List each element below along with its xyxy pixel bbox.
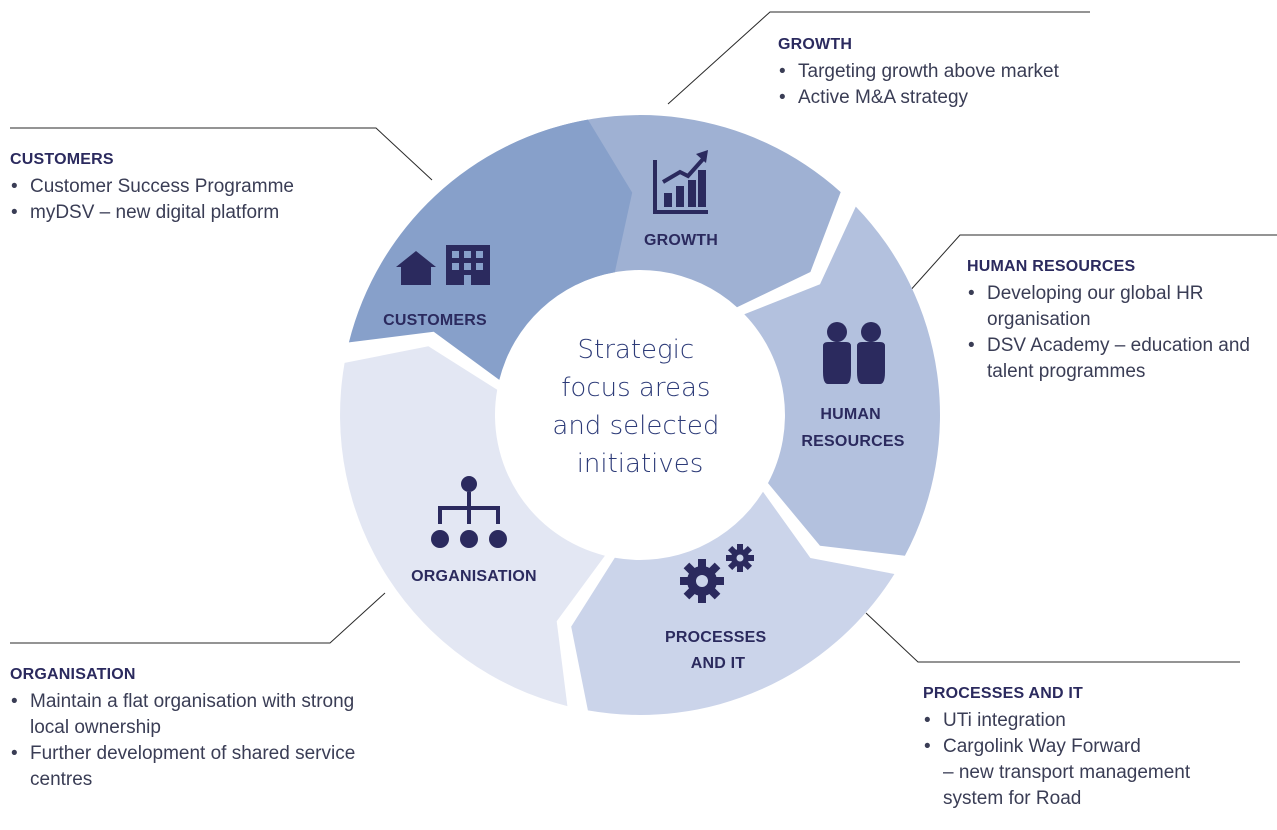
center-line-2: focus areas [561, 373, 710, 403]
list-item: •Developing our global HR organisation [968, 283, 1204, 330]
panel-processes-it: PROCESSES AND IT •UTi integration •Cargo… [923, 685, 1253, 812]
connector-processes-it [865, 612, 1240, 663]
panel-title-processes-it: PROCESSES AND IT [923, 685, 1083, 702]
center-line-1: Strategic [578, 335, 695, 365]
panel-growth: GROWTH •Targeting growth above market •A… [778, 36, 1158, 111]
list-item: •Cargolink Way Forward [924, 736, 1141, 757]
people-icon [823, 322, 885, 384]
panel-list-customers: •Customer Success Programme •myDSV – new… [10, 174, 370, 226]
connector-growth [667, 11, 1090, 105]
list-item: •Maintain a flat organisation with stron… [11, 691, 355, 738]
panel-human-resources: HUMAN RESOURCES •Developing our global H… [967, 258, 1267, 385]
gears-icon [680, 544, 754, 603]
segment-processes_it [571, 491, 895, 715]
center-line-4: initiatives [577, 449, 704, 479]
org-chart-icon [431, 476, 507, 548]
panel-customers: CUSTOMERS •Customer Success Programme •m… [10, 151, 370, 226]
center-title: Strategic focus areas and selected initi… [552, 335, 727, 479]
panel-list-organisation: •Maintain a flat organisation with stron… [10, 689, 370, 793]
house-building-icon [396, 245, 490, 285]
segment-label-growth: GROWTH [644, 232, 718, 249]
center-line-3: and selected [552, 411, 719, 441]
list-item: •Further development of shared service c… [11, 743, 356, 790]
segment-label-processes-it: PROCESSES AND IT [665, 629, 771, 672]
connector-lines [10, 11, 1277, 663]
list-item: •Active M&A strategy [779, 87, 969, 108]
connector-human-resources [907, 234, 1277, 294]
list-item: •DSV Academy – education and talent prog… [968, 335, 1251, 382]
list-item: •Targeting growth above market [779, 61, 1059, 82]
panel-title-customers: CUSTOMERS [10, 151, 114, 168]
connector-organisation [10, 592, 386, 644]
list-item: •myDSV – new digital platform [11, 202, 280, 223]
list-item: – new transport management system for Ro… [943, 762, 1191, 809]
panel-organisation: ORGANISATION •Maintain a flat organisati… [10, 666, 370, 793]
panel-title-growth: GROWTH [778, 36, 853, 53]
growth-chart-icon [653, 150, 708, 214]
panel-list-processes-it: •UTi integration •Cargolink Way Forward … [923, 708, 1253, 812]
list-item: •Customer Success Programme [11, 176, 294, 197]
segment-label-organisation: ORGANISATION [411, 568, 537, 585]
connector-customers [10, 127, 433, 181]
panel-title-human-resources: HUMAN RESOURCES [967, 258, 1136, 275]
panel-title-organisation: ORGANISATION [10, 666, 136, 683]
center-circle [515, 290, 765, 540]
segment-customers [348, 119, 633, 380]
panel-list-human-resources: •Developing our global HR organisation •… [967, 281, 1267, 385]
segment-label-customers: CUSTOMERS [383, 312, 487, 329]
segment-organisation [340, 346, 605, 707]
list-item: •UTi integration [924, 710, 1066, 731]
segment-label-human-resources: HUMAN RESOURCES [801, 406, 904, 450]
panel-list-growth: •Targeting growth above market •Active M… [778, 59, 1158, 111]
